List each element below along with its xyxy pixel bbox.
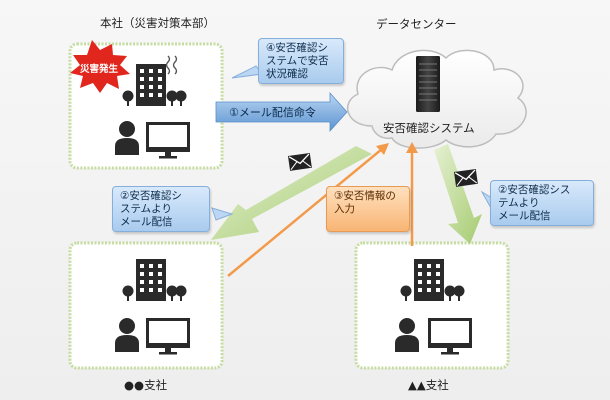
- disaster-badge-label: 災害発生: [80, 64, 119, 75]
- server-icon: [416, 56, 440, 112]
- step2-right-callout: ②安否確認シス テムより メール配信: [490, 180, 594, 226]
- envelope-icon: [287, 152, 313, 172]
- step2-left-line3: メール配信: [120, 216, 173, 228]
- step1-label: ①メール配信命令: [229, 106, 316, 119]
- step4-callout: ④安否確認シ ステムで安否 状況確認: [258, 38, 344, 84]
- datacenter-system-label: 安否確認システム: [383, 121, 475, 135]
- step4-line1: ④安否確認シ: [266, 42, 328, 54]
- branch1-label: ●●支社: [124, 378, 168, 392]
- step2-right-line3: メール配信: [498, 210, 551, 222]
- envelope-icon: [453, 168, 479, 188]
- building-icon: [136, 259, 166, 301]
- step3-line1: ③安否情報の: [334, 190, 396, 202]
- blue-arrow-step1: [215, 91, 348, 133]
- burst-icon: [70, 40, 130, 93]
- smoke-icon: [165, 55, 178, 75]
- green-arrow-to-branch1: [211, 146, 372, 240]
- step4-line3: 状況確認: [266, 68, 308, 80]
- step3-line2: 入力: [334, 203, 355, 215]
- step2-left-line2: ステムより: [120, 203, 172, 215]
- headquarters-title: 本社（災害対策本部）: [100, 16, 215, 30]
- step2-left-callout: ②安否確認シ ステムより メール配信: [112, 186, 210, 232]
- step4-line2: ステムで安否: [266, 55, 329, 67]
- callout-pointer-step2-left: [211, 207, 234, 221]
- datacenter-title: データセンター: [376, 17, 457, 31]
- step3-callout: ③安否情報の 入力: [326, 186, 410, 232]
- green-arrow-to-branch2: [434, 144, 482, 244]
- orange-arrow-branch2: [406, 142, 418, 246]
- step2-right-line2: テムより: [498, 197, 540, 209]
- orange-arrow-branch1: [227, 143, 389, 277]
- building-icon: [414, 259, 444, 301]
- step2-right-line1: ②安否確認シス: [498, 184, 571, 196]
- branch2-label: ▲▲支社: [408, 378, 449, 392]
- building-icon: [136, 64, 166, 106]
- step2-left-line1: ②安否確認シ: [120, 190, 182, 202]
